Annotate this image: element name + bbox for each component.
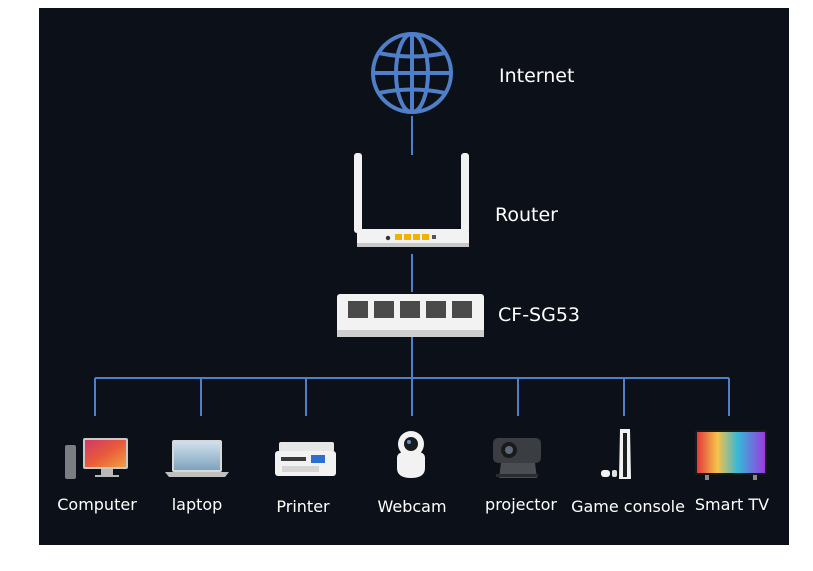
internet-label: Internet <box>499 65 575 87</box>
projector-icon <box>493 438 541 478</box>
computer-icon <box>65 438 128 479</box>
laptop-icon <box>165 440 229 477</box>
switch-icon <box>337 294 484 337</box>
device-label-computer: Computer <box>57 495 137 514</box>
globe-icon <box>371 32 453 114</box>
device-label-game-console: Game console <box>571 497 685 516</box>
device-label-webcam: Webcam <box>377 497 447 516</box>
device-label-smart-tv: Smart TV <box>694 495 770 514</box>
printer-icon <box>275 442 336 476</box>
game-console-icon <box>601 429 631 479</box>
switch-model-label: CF-SG53 <box>498 304 581 326</box>
diagram-canvas <box>65 32 767 480</box>
connector-lines <box>94 116 730 416</box>
smart-tv-icon <box>695 430 767 480</box>
router-label: Router <box>495 204 558 226</box>
device-label-laptop: laptop <box>171 495 223 514</box>
router-icon <box>354 153 469 247</box>
network-diagram: Internet Router CF-SG53 Computer laptop … <box>39 8 789 545</box>
device-label-printer: Printer <box>276 497 330 516</box>
webcam-icon <box>397 431 425 478</box>
device-label-projector: projector <box>485 495 557 514</box>
